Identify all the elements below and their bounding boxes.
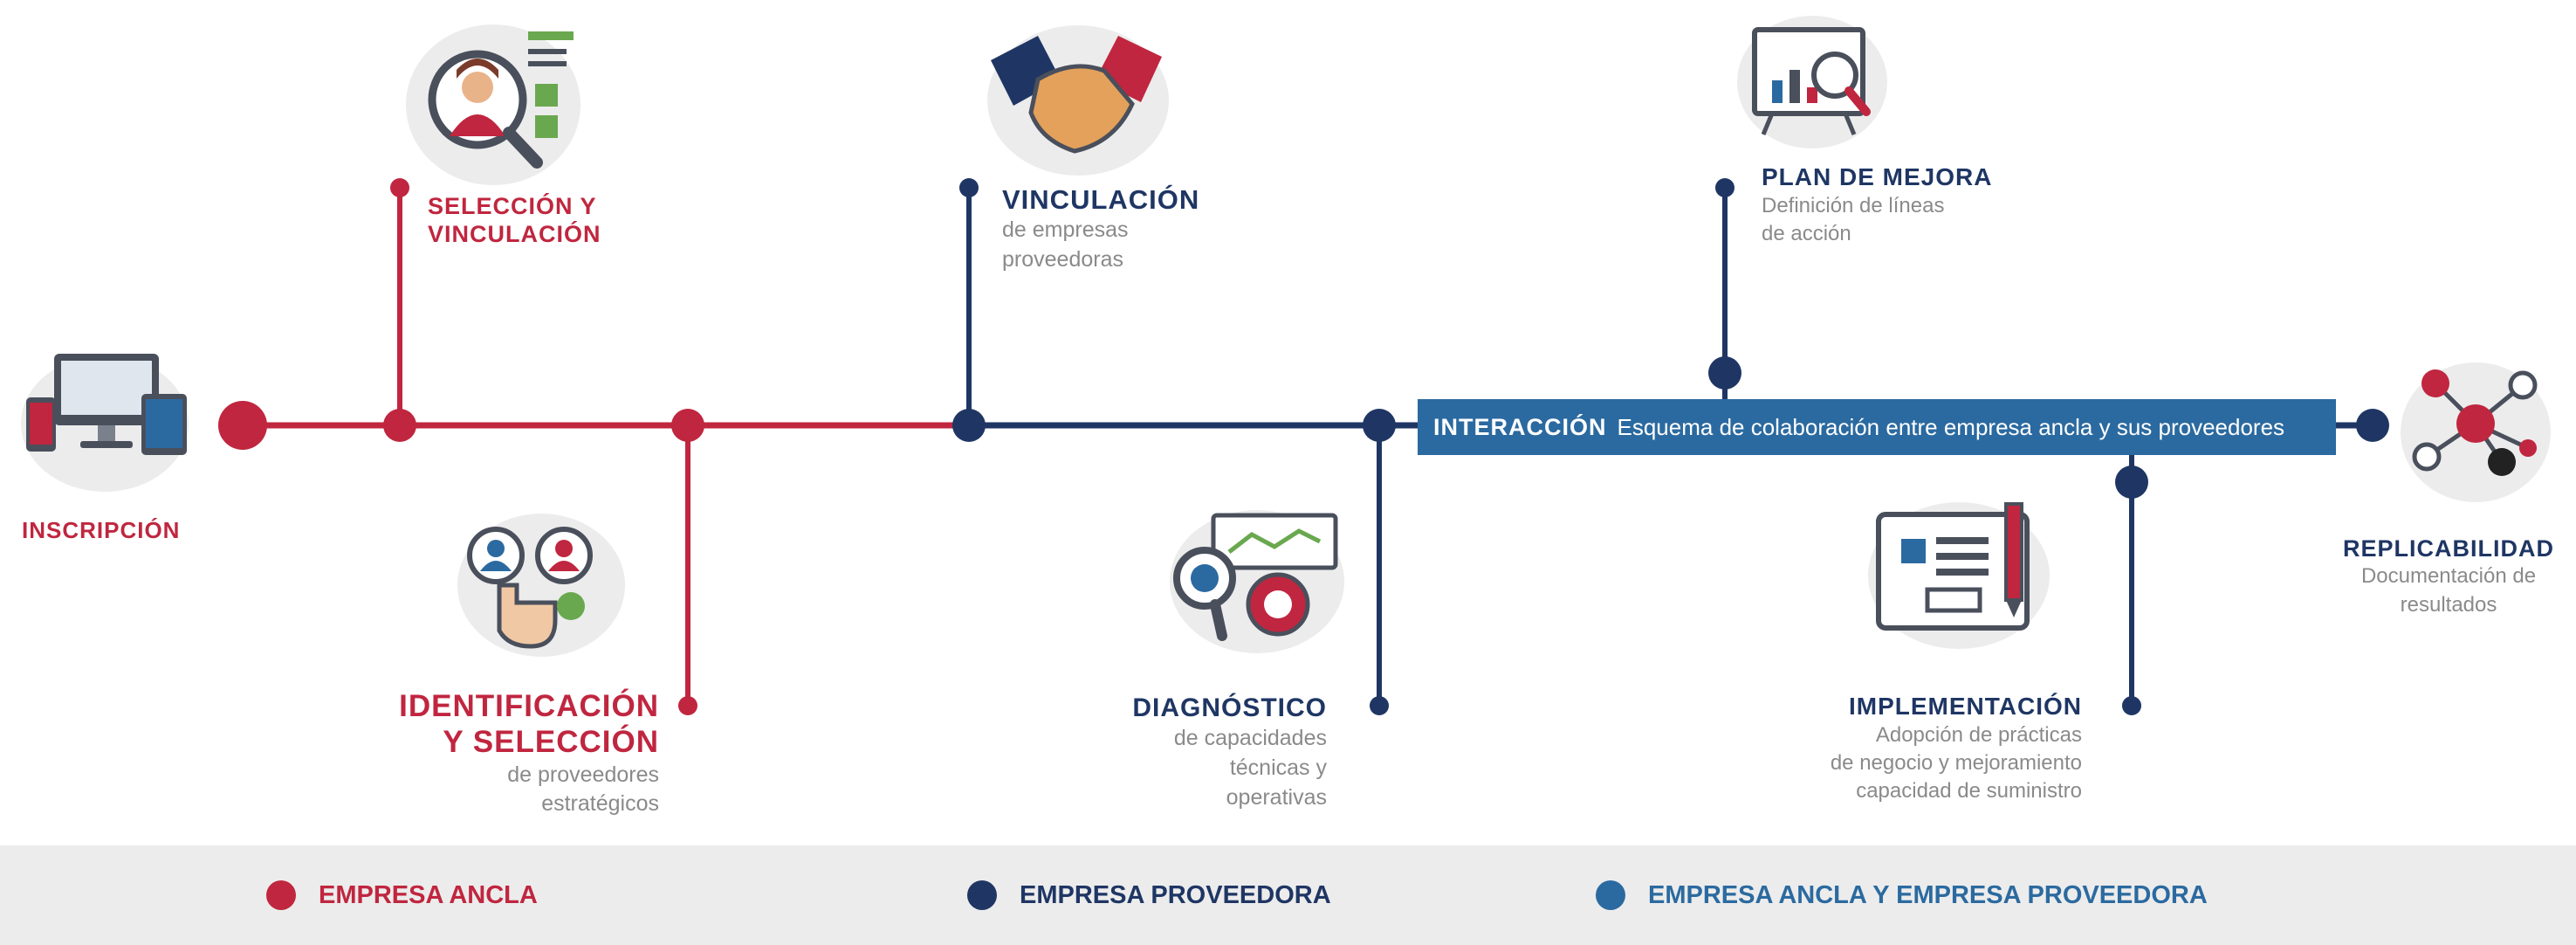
seleccion-title: SELECCIÓN Y VINCULACIÓN — [428, 192, 601, 249]
legend-label-ancla-y-proveedora: EMPRESA ANCLA Y EMPRESA PROVEEDORA — [1648, 880, 2208, 909]
computer-devices-icon — [21, 354, 189, 492]
interaccion-box: INTERACCIÓN Esquema de colaboración entr… — [1418, 399, 2336, 455]
diagnostico-title: DIAGNÓSTICO — [1132, 693, 1327, 722]
blueprint-icon — [1868, 502, 2050, 649]
node-vinculacion-end — [959, 178, 979, 197]
inscripcion-title: INSCRIPCIÓN — [22, 517, 181, 543]
interaccion-text: Esquema de colaboración entre empresa an… — [1617, 413, 2285, 440]
legend-dot-empresa-ancla — [266, 880, 296, 910]
legend-label-empresa-ancla: EMPRESA ANCLA — [319, 880, 538, 909]
replicabilidad-label: REPLICABILIDAD Documentación de resultad… — [2322, 535, 2575, 619]
plan-mejora-sub-line1: Definición de líneas — [1762, 193, 1945, 217]
candidate-selection-icon — [406, 24, 580, 185]
identificacion-title-line2: Y SELECCIÓN — [443, 725, 659, 760]
node-implementacion-end — [2122, 696, 2141, 715]
legend-dot-empresa-proveedora — [967, 880, 997, 910]
implementacion-sub-line3: capacidad de suministro — [1856, 779, 2082, 804]
identificacion-title-line1: IDENTIFICACIÓN — [399, 689, 659, 723]
diagnostico-sub-line1: de capacidades — [1173, 726, 1327, 750]
handshake-icon — [987, 25, 1169, 176]
legend-item-empresa-ancla: EMPRESA ANCLA — [266, 880, 538, 910]
identificacion-sub-line2: estratégicos — [541, 791, 659, 817]
implementacion-sub-line2: de negocio y mejoramiento — [1830, 750, 2082, 775]
presentation-board-icon — [1737, 16, 1887, 148]
implementacion-title: IMPLEMENTACIÓN — [1848, 693, 2082, 720]
vinculacion-sub-line1: de empresas — [1002, 217, 1129, 243]
vinculacion-title: VINCULACIÓN — [1002, 184, 1200, 215]
node-seleccion-end — [390, 178, 409, 197]
identificacion-sub-line1: de proveedores — [507, 762, 659, 787]
node-implementacion — [2115, 466, 2148, 499]
profile-selection-icon — [457, 514, 625, 657]
implementacion-label: IMPLEMENTACIÓN Adopción de prácticas de … — [1763, 692, 2082, 806]
node-seleccion — [383, 409, 416, 442]
diagnostico-label: DIAGNÓSTICO de capacidades técnicas y op… — [1065, 693, 1327, 812]
replicabilidad-sub-line1: Documentación de — [2360, 564, 2537, 589]
seleccion-title-line1: SELECCIÓN Y — [428, 193, 597, 219]
node-inscripcion — [218, 401, 267, 450]
vinculacion-sub-line2: proveedoras — [1002, 246, 1123, 272]
implementacion-sub-line1: Adopción de prácticas — [1875, 722, 2082, 747]
node-vinculacion — [952, 409, 986, 442]
analysis-gear-icon — [1170, 510, 1344, 653]
node-identificacion-end — [678, 696, 697, 715]
diagnostico-sub-line2: técnicas y — [1229, 755, 1327, 780]
plan-mejora-sub-line2: de acción — [1762, 221, 1851, 245]
node-diagnostico — [1363, 409, 1396, 442]
node-plan-mejora-end — [1715, 178, 1735, 197]
interaccion-title: INTERACCIÓN — [1433, 413, 1607, 440]
node-diagnostico-end — [1370, 696, 1389, 715]
vinculacion-label: VINCULACIÓN de empresas proveedoras — [1002, 183, 1199, 275]
identificacion-label: IDENTIFICACIÓN Y SELECCIÓN de proveedore… — [367, 688, 659, 819]
diagnostico-sub-line3: operativas — [1226, 784, 1327, 810]
network-nodes-icon — [2401, 362, 2551, 502]
legend-item-empresa-proveedora: EMPRESA PROVEEDORA — [967, 880, 1331, 910]
node-replicabilidad — [2356, 409, 2389, 442]
replicabilidad-sub-line2: resultados — [2400, 592, 2497, 617]
plan-mejora-title: PLAN DE MEJORA — [1762, 163, 1993, 190]
node-identificacion — [671, 409, 704, 442]
node-plan-mejora — [1708, 356, 1741, 390]
legend-bar — [0, 845, 2576, 945]
legend-dot-ancla-y-proveedora — [1596, 880, 1625, 910]
replicabilidad-title: REPLICABILIDAD — [2343, 535, 2554, 562]
legend-label-empresa-proveedora: EMPRESA PROVEEDORA — [1020, 880, 1331, 909]
legend-item-ancla-y-proveedora: EMPRESA ANCLA Y EMPRESA PROVEEDORA — [1596, 880, 2208, 910]
plan-mejora-label: PLAN DE MEJORA Definición de líneas de a… — [1762, 162, 1992, 248]
seleccion-title-line2: VINCULACIÓN — [428, 221, 601, 248]
